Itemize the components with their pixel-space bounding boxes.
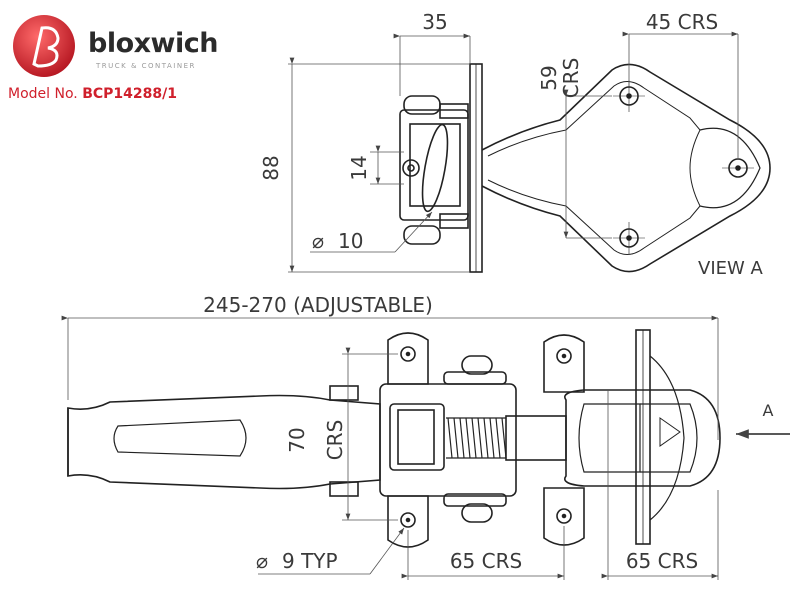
view-arrow-label: A [763,401,774,420]
dim-width-top: 35 [422,10,447,34]
dim-side-crs-value: 70 [285,427,309,452]
model-number-line: Model No. BCP14288/1 [8,86,177,102]
diameter-symbol-icon: ⌀ [312,229,324,253]
view-a-drawing [399,63,771,273]
dim-height-left: 88 [259,155,283,180]
side-view-dimensions [61,315,790,580]
brand-tagline: TRUCK & CONTAINER [96,62,196,70]
model-number: BCP14288/1 [82,86,177,102]
dim-overall-length: 245-270 (ADJUSTABLE) [203,293,433,317]
model-label: Model No. [8,86,78,102]
dim-pin-diameter: 10 [338,229,363,253]
dim-crs-bottom-mid: 65 CRS [450,549,522,573]
dim-crs-top-right: 45 CRS [646,10,718,34]
dim-crs-bottom-right: 65 CRS [626,549,698,573]
dim-hole-diameter: 9 TYP [282,549,338,573]
dim-gap: 14 [347,155,371,180]
dim-side-crs-unit: CRS [323,420,347,461]
brand-name: bloxwich [88,28,218,59]
side-view-drawing [67,329,721,548]
view-a-label: VIEW A [698,258,764,279]
dim-crs-vertical-unit: CRS [559,58,583,99]
brand-emblem-icon [13,15,75,77]
brand-logo: bloxwich TRUCK & CONTAINER [8,12,228,80]
dim-crs-vertical-value: 59 [537,65,561,90]
diameter-symbol-icon: ⌀ [256,549,268,573]
view-a-dimensions [288,31,739,273]
